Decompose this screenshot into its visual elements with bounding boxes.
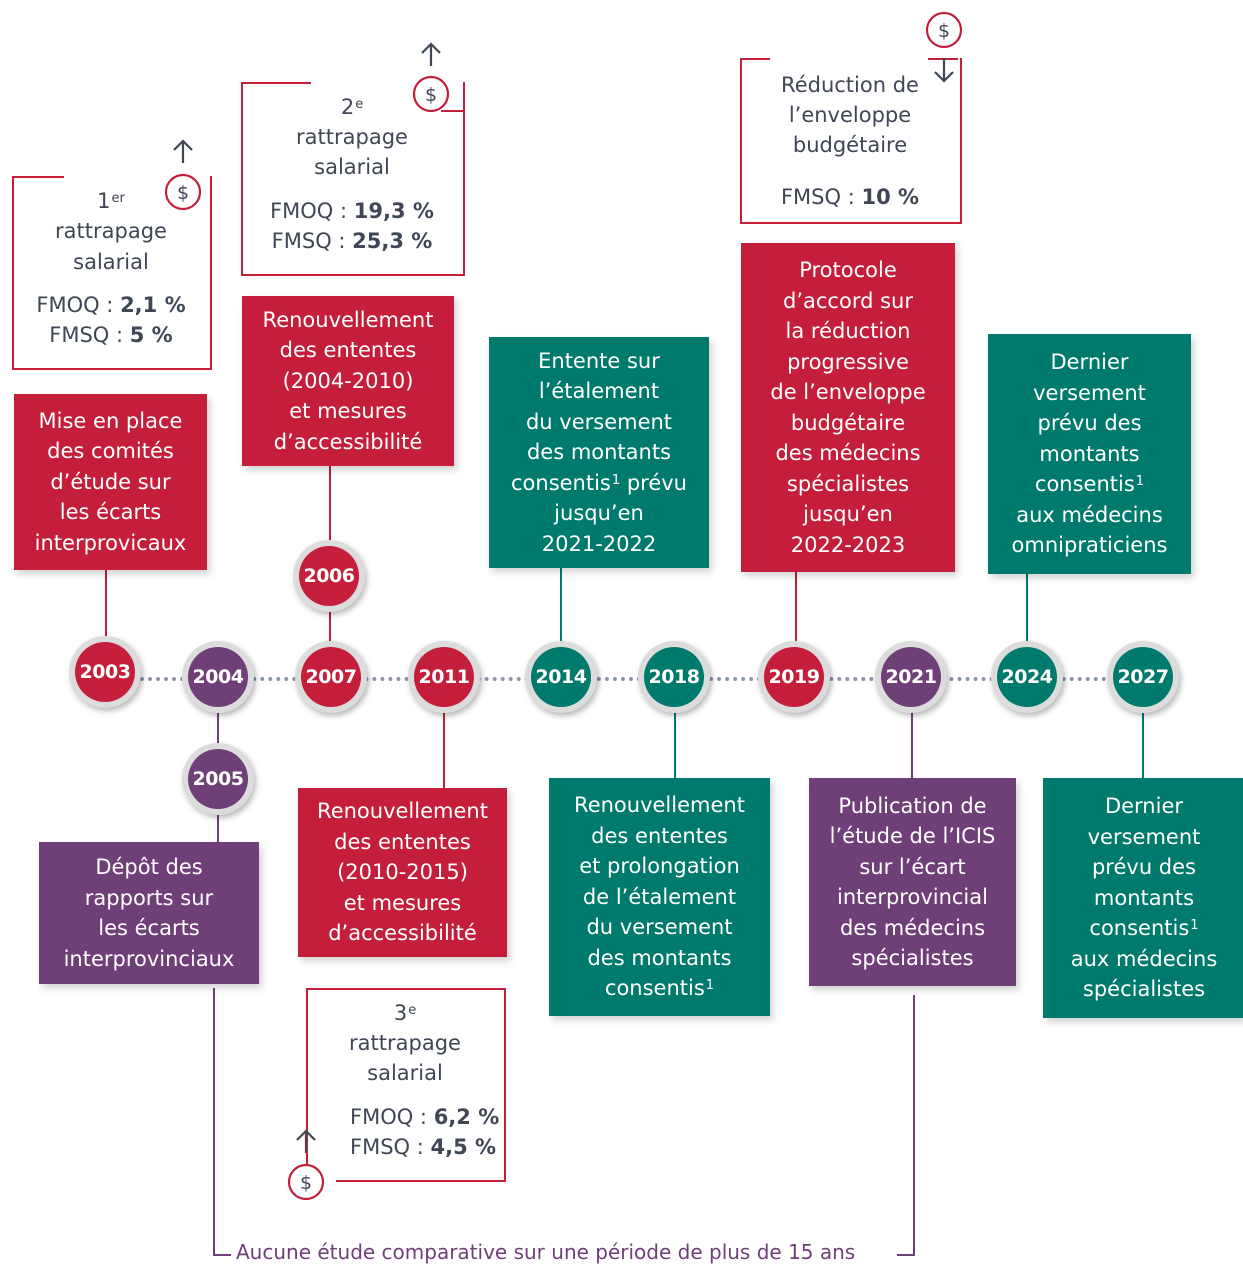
bracket-4-text: Réduction de l’enveloppe budgétaire FMSQ…	[780, 73, 920, 209]
event-2011: Renouvellement des ententes (2010-2015) …	[298, 788, 507, 957]
svg-text:$: $	[938, 20, 950, 42]
dollar-up-icon: $	[164, 139, 202, 211]
connector-2019	[795, 572, 797, 646]
svg-text:$: $	[300, 1172, 312, 1194]
timeline-dots	[140, 677, 1115, 681]
footer-bracket-right	[913, 995, 915, 1256]
year-node-2024: 2024	[991, 641, 1063, 713]
year-node-2019: 2019	[758, 641, 830, 713]
connector-2018	[674, 708, 676, 778]
connector-2021	[911, 708, 913, 778]
connector-2024	[1026, 574, 1028, 646]
year-node-2006: 2006	[293, 540, 365, 612]
svg-text:$: $	[177, 182, 189, 204]
event-2024: Dernier versement prévu des montants con…	[988, 334, 1191, 574]
dollar-up-icon: $	[412, 42, 450, 113]
bracket-2-top-right	[441, 110, 463, 112]
year-node-2003: 2003	[69, 636, 141, 708]
footer-bracket-left	[213, 988, 215, 1256]
year-node-2014: 2014	[525, 641, 597, 713]
bracket-frame-4	[740, 58, 962, 224]
event-2021: Publication de l’étude de l’ICIS sur l’é…	[809, 778, 1016, 986]
year-node-2027: 2027	[1107, 641, 1179, 713]
bracket-3-text: 3e rattrapage salarial FMOQ : 6,2 % FMSQ…	[349, 1001, 500, 1159]
event-2007: Renouvellement des ententes (2004-2010) …	[242, 296, 454, 466]
event-2014: Entente sur l’étalement du versement des…	[489, 337, 709, 568]
year-node-2007: 2007	[295, 641, 367, 713]
bracket-2-text: 2e rattrapage salarial FMOQ : 19,3 % FMS…	[270, 95, 434, 253]
year-node-2018: 2018	[638, 641, 710, 713]
connector-2005	[217, 812, 219, 842]
year-node-2011: 2011	[408, 641, 480, 713]
event-2005: Dépôt des rapports sur les écarts interp…	[39, 842, 259, 984]
connector-2007	[329, 466, 331, 548]
dollar-down-icon: $	[925, 11, 963, 83]
svg-text:$: $	[425, 84, 437, 106]
connector-2003	[105, 570, 107, 646]
connector-2011	[443, 708, 445, 788]
footer-note: Aucune étude comparative sur une période…	[236, 1240, 856, 1264]
footer-bracket-right-h	[897, 1254, 915, 1256]
event-2003: Mise en place des comités d’étude sur le…	[14, 394, 207, 570]
year-node-2004: 2004	[182, 641, 254, 713]
bracket-1-text: 1er rattrapage salarial FMOQ : 2,1 % FMS…	[36, 189, 186, 347]
bracket-4-top-left	[740, 58, 770, 60]
connector-2006-2007	[329, 606, 331, 646]
bracket-frame-2	[241, 82, 465, 276]
year-node-2005: 2005	[182, 743, 254, 815]
dollar-up-icon: $	[287, 1129, 325, 1201]
connector-2027	[1142, 708, 1144, 778]
bracket-frame-3	[306, 988, 506, 1182]
bracket-1-top-left	[12, 176, 64, 178]
event-2027: Dernier versement prévu des montants con…	[1043, 778, 1243, 1018]
bracket-2-top-left	[241, 82, 311, 84]
connector-2004-2005	[217, 708, 219, 748]
event-2019: Protocole d’accord sur la réduction prog…	[741, 243, 955, 572]
year-node-2021: 2021	[875, 641, 947, 713]
bracket-3-bottom-right	[336, 1180, 504, 1182]
connector-2014	[560, 568, 562, 646]
event-2018: Renouvellement des ententes et prolongat…	[549, 778, 770, 1016]
footer-bracket-left-h	[213, 1254, 231, 1256]
